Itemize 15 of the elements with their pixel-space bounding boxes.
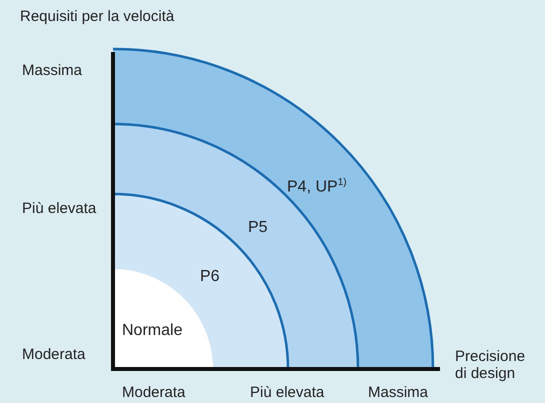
axis-tick-label: Più elevata [22, 200, 96, 217]
quarter-circle-band [113, 49, 433, 369]
axis-tick-label: Moderata [122, 384, 186, 401]
quarter-circle-band [113, 124, 358, 369]
band-label: P6 [200, 268, 220, 285]
band-label: Normale [122, 322, 182, 339]
axis-tick-label: Moderata [22, 346, 86, 363]
band-label: P4, UP$^{1)}$ [287, 176, 347, 196]
band-label: P5 [248, 219, 268, 236]
axis-title: Precisione di design [455, 348, 526, 382]
axis-tick-label: Più elevata [250, 384, 324, 401]
quarter-circle-band [113, 194, 288, 369]
axis-tick-label: Massima [368, 384, 428, 401]
axis-title: Requisiti per la velocità [20, 8, 174, 25]
axis-tick-label: Massima [22, 62, 82, 79]
